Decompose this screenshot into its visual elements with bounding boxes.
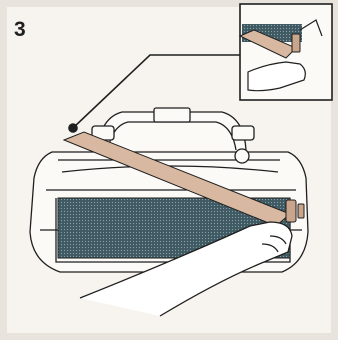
detail-inset — [240, 4, 332, 100]
